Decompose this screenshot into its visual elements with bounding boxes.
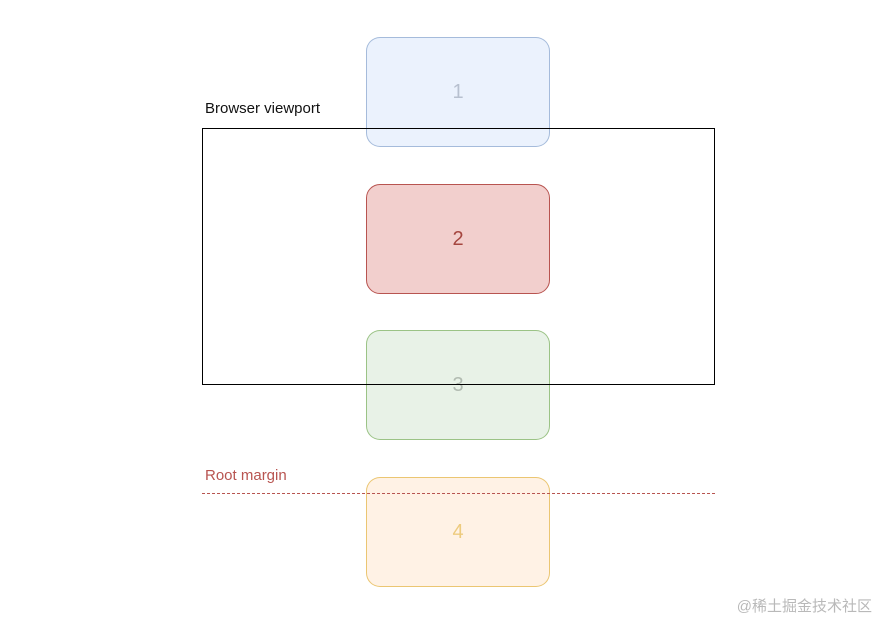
box-2-label: 2	[452, 227, 464, 250]
box-4-label: 4	[452, 520, 464, 543]
box-2: 2	[366, 184, 550, 294]
watermark: @稀土掘金技术社区	[736, 598, 872, 615]
box-1-label: 1	[452, 80, 464, 103]
browser-viewport-frame	[202, 128, 715, 385]
browser-viewport-label: Browser viewport	[205, 100, 321, 117]
root-margin-label: Root margin	[205, 467, 287, 484]
root-margin-line	[202, 493, 715, 494]
box-4: 4	[366, 477, 550, 587]
